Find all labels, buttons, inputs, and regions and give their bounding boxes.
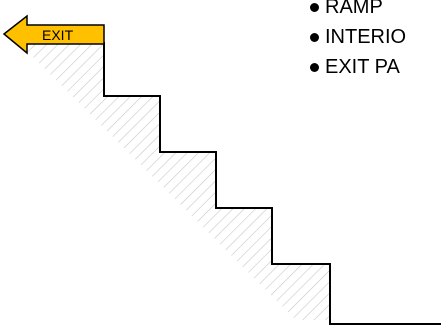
list-item: RAMP (310, 0, 406, 22)
bullet-icon (310, 32, 319, 42)
bullet-text: INTERIO (325, 26, 407, 48)
stair-profile-line (103, 42, 441, 325)
stair-hatching (20, 44, 330, 320)
left-arrow-icon (2, 14, 105, 55)
bullet-icon (310, 2, 319, 12)
bullet-icon (310, 62, 319, 72)
bullet-list: RAMP INTERIO EXIT PA (310, 0, 406, 82)
list-item: INTERIO (310, 22, 406, 52)
list-item: EXIT PA (310, 52, 406, 82)
bullet-text: EXIT PA (325, 56, 400, 78)
exit-sign: EXIT (2, 14, 105, 55)
exit-label: EXIT (42, 27, 74, 43)
bullet-text: RAMP (325, 0, 383, 18)
